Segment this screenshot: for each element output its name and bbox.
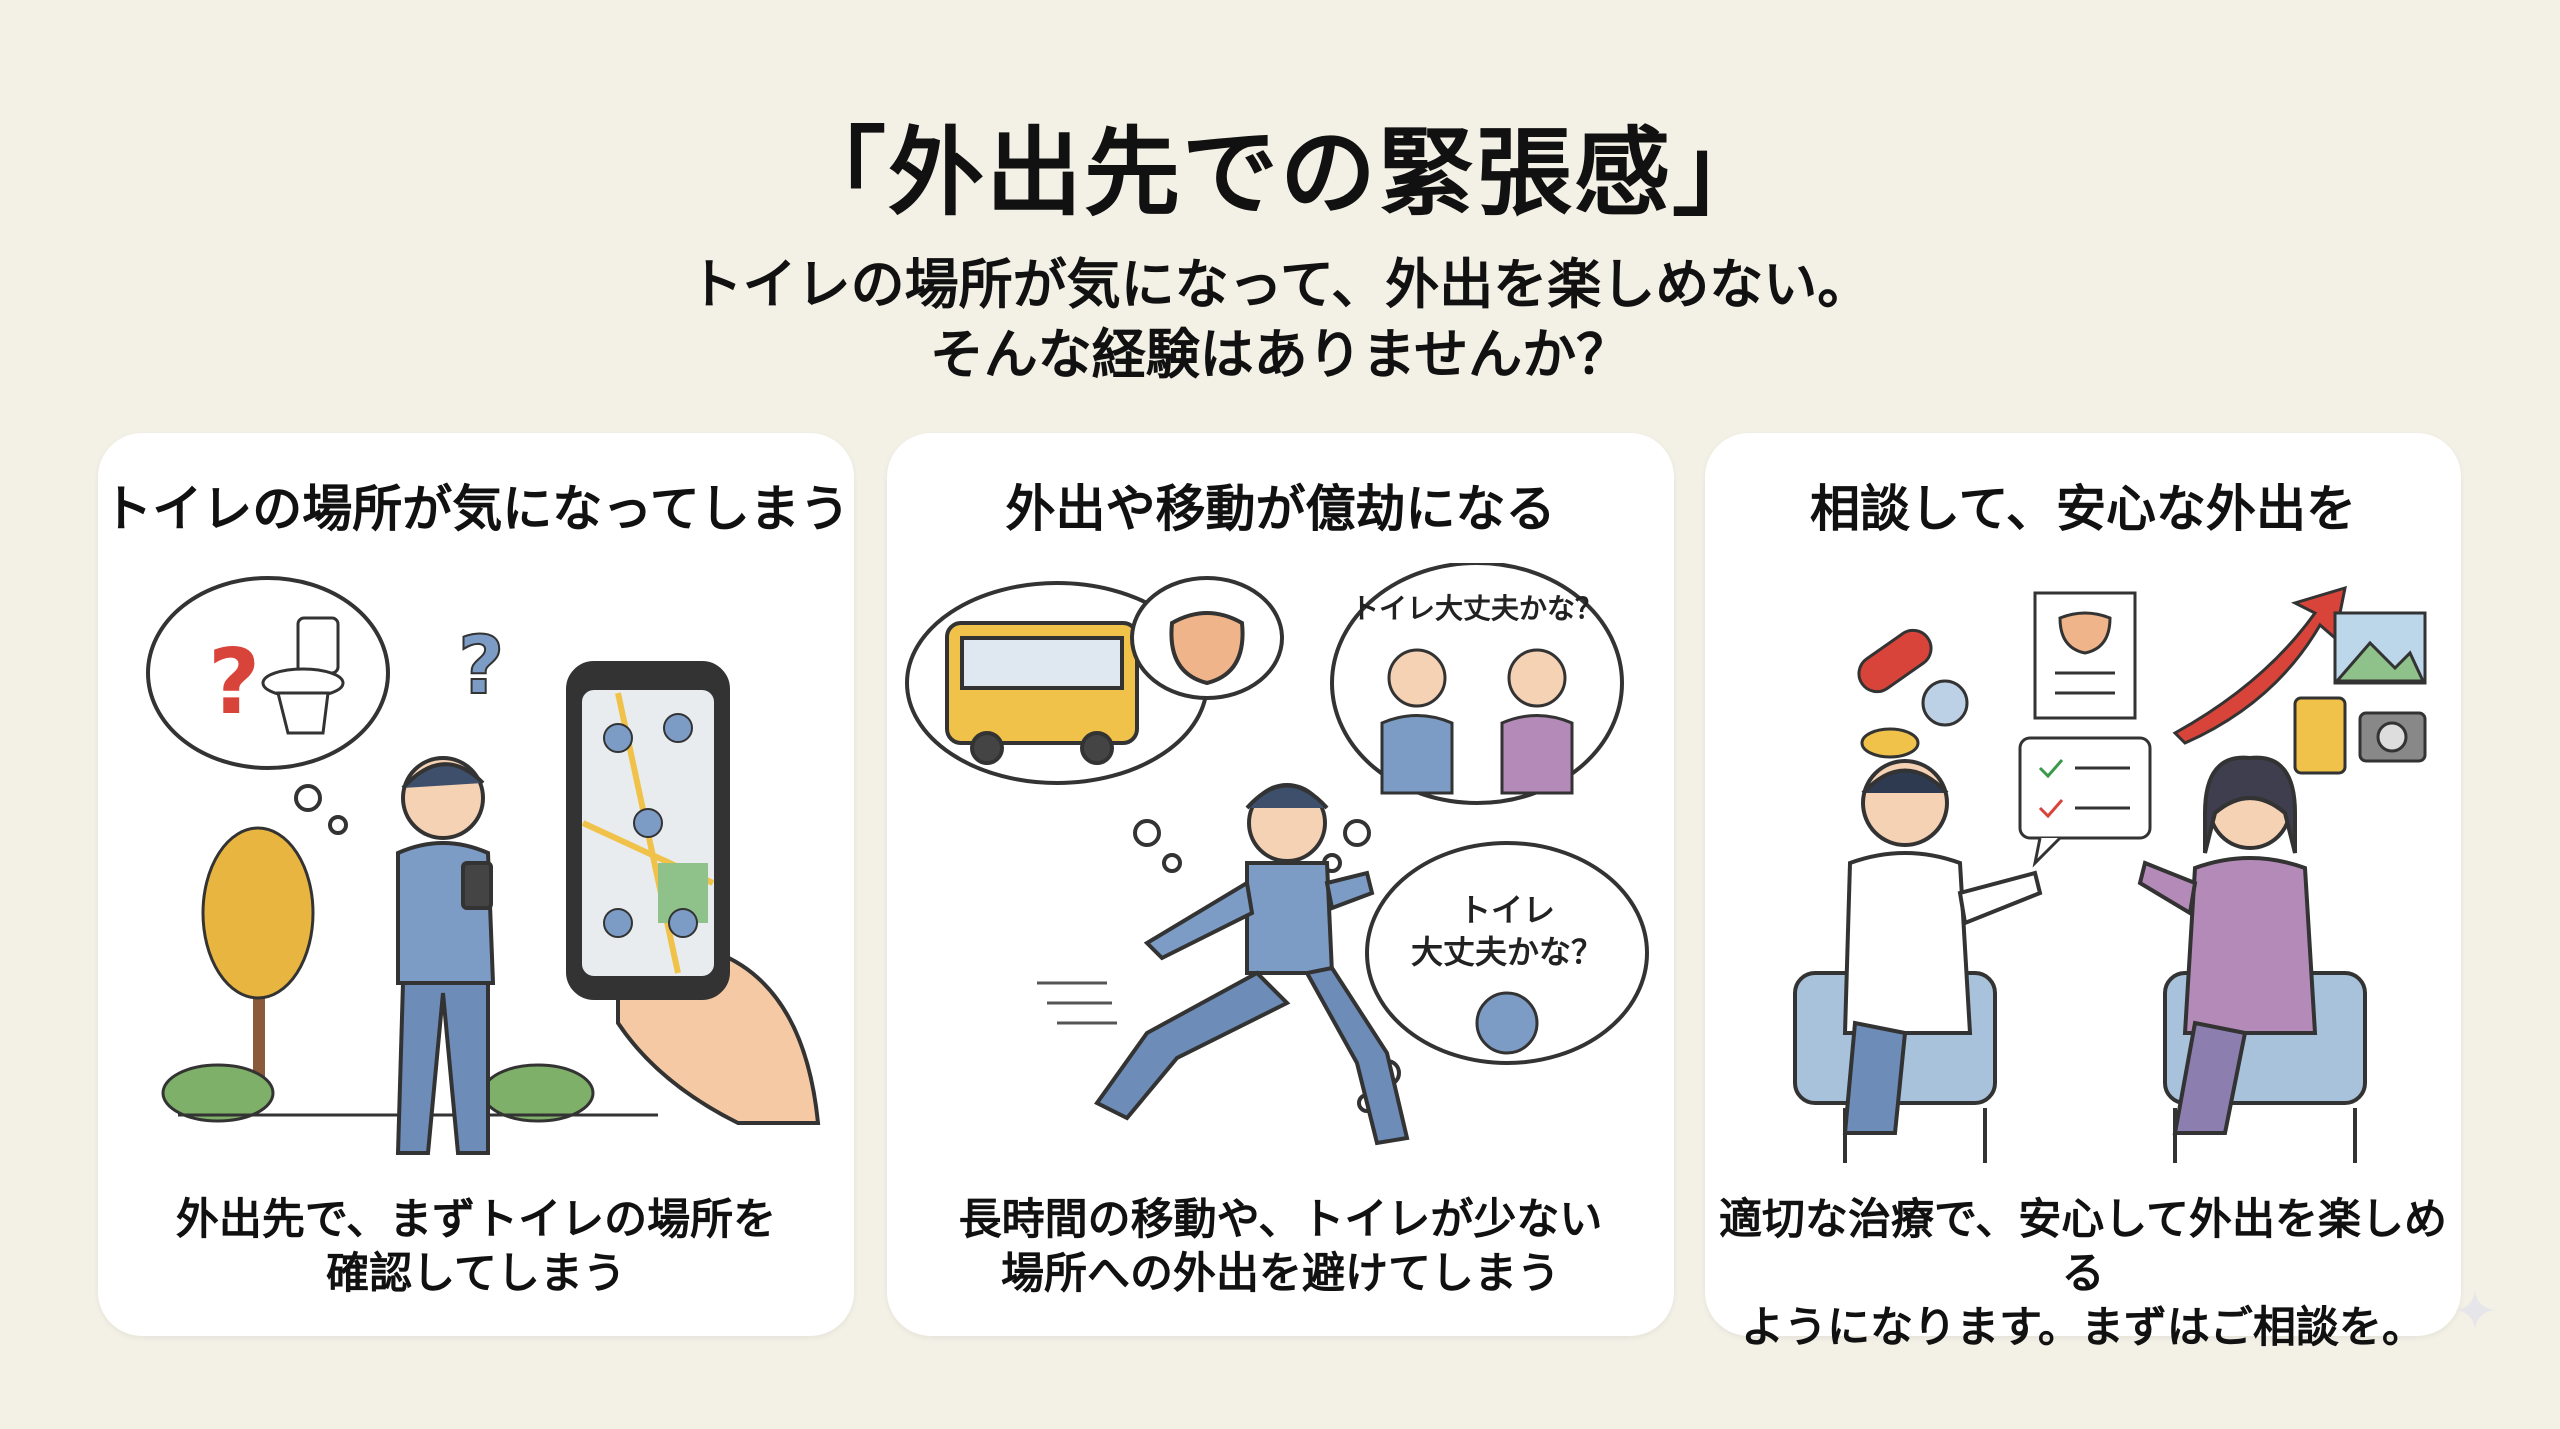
thought-bubble-icon (1357, 841, 1649, 1113)
camera-icon (2358, 711, 2427, 763)
card-title: 相談して、安心な外出を (1810, 480, 2356, 538)
card-caption: 適切な治療で、安心して外出を楽しめる ようになります。まずはご相談を。 (1705, 1193, 2461, 1355)
bubble-text: 大丈夫かな？ (1411, 933, 1603, 971)
medical-document-icon (2033, 591, 2137, 720)
landscape-photo-icon (2333, 611, 2427, 685)
thought-bubble-icon (146, 576, 390, 835)
bus-icon (945, 621, 1139, 765)
caption-line-1: 外出先で、まずトイレの場所を (175, 1195, 777, 1245)
card-toilet-location: トイレの場所が気になってしまう ? ? (98, 433, 854, 1336)
bubble-text: トイレ (1459, 891, 1555, 929)
toilet-icon (261, 616, 345, 735)
bladder-bubble-icon (1130, 576, 1284, 700)
doctor-consultation-illustration (1793, 585, 2427, 1163)
card-consultation: 相談して、安心な外出を (1705, 433, 2461, 1353)
running-man-icon (1094, 783, 1410, 1146)
suitcase-icon (2293, 696, 2347, 775)
caption-line-1: 長時間の移動や、トイレが少ない (958, 1195, 1603, 1245)
card-outing-burden: 外出や移動が億劫になる トイレ大丈夫かな？ トイ (887, 433, 1674, 1336)
card-title: 外出や移動が億劫になる (1005, 480, 1556, 538)
card-title: トイレの場所が気になってしまう (102, 480, 850, 538)
pills-icon (1857, 628, 1969, 759)
running-man-illustration: トイレ大丈夫かな？ トイレ 大丈夫かな？ (905, 563, 1649, 1146)
caption-line-2: 確認してしまう (326, 1249, 626, 1299)
bubble-text: トイレ大丈夫かな？ (1351, 592, 1603, 625)
card-caption: 外出先で、まずトイレの場所を 確認してしまう (98, 1193, 854, 1301)
patient-icon (2137, 755, 2367, 1163)
subtitle-line-2: そんな経験はありませんか？ (929, 323, 1631, 386)
sparkle-icon (2455, 1290, 2495, 1330)
doctor-icon (1793, 759, 2043, 1163)
speed-lines-icon (1037, 981, 1117, 1025)
worried-person-phone-illustration: ? ? (146, 576, 821, 1155)
couple-talking-icon (1380, 648, 1574, 795)
question-mark-icon: ? (458, 619, 504, 712)
map-pin-icon (603, 713, 698, 938)
caption-line-2: 場所への外出を避けてしまう (1001, 1249, 1560, 1299)
bush-icon (161, 1063, 595, 1123)
worried-person-icon (395, 756, 496, 1155)
caption-line-1: 適切な治療で、安心して外出を楽しめる (1719, 1195, 2447, 1299)
question-mark-icon: ? (208, 630, 260, 735)
caption-line-2: ようになります。まずはご相談を。 (1741, 1303, 2425, 1353)
page-title: 「外出先での緊張感」 (790, 117, 1770, 229)
card-caption: 長時間の移動や、トイレが少ない 場所への外出を避けてしまう (887, 1193, 1674, 1301)
subtitle-line-1: トイレの場所が気になって、外出を楽しめない。 (688, 253, 1872, 316)
worried-face-icon (1475, 991, 1539, 1055)
checklist-bubble-icon (2018, 736, 2152, 868)
tree-icon (201, 826, 315, 1103)
hand-holding-phone-icon (566, 661, 821, 1125)
